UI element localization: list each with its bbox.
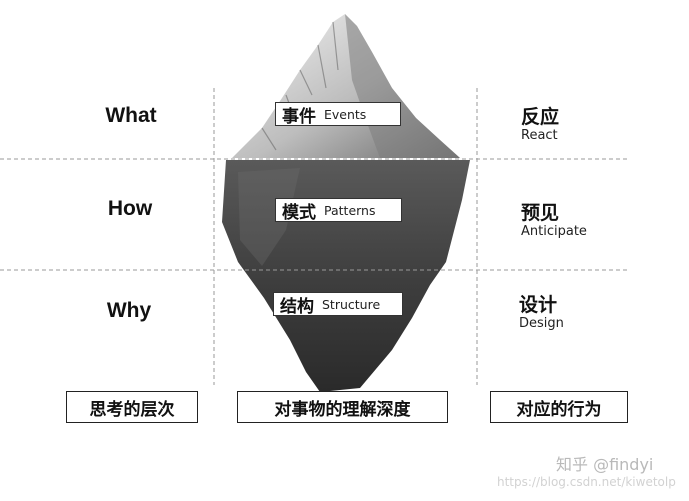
level-question-why: Why: [106, 299, 152, 322]
watermark-url: https://blog.csdn.net/kiwetolp: [497, 475, 676, 489]
layer-box-patterns: 模式 Patterns: [275, 198, 402, 223]
level-question-how: How: [107, 197, 153, 220]
layer-label-zh: 事件: [282, 106, 316, 127]
action-label-zh: 反应: [521, 106, 560, 128]
action-label-en: Design: [519, 316, 564, 331]
footer-thinking-levels: 思考的层次: [66, 391, 198, 423]
footer-corresponding-behavior: 对应的行为: [490, 391, 628, 423]
footer-understanding-depth: 对事物的理解深度: [237, 391, 448, 423]
layer-label-zh: 结构: [280, 296, 314, 317]
iceberg-tip-streaks: [261, 21, 339, 151]
action-label-en: React: [521, 128, 558, 143]
action-react: 反应 React: [521, 106, 559, 144]
layer-label-en: Patterns: [324, 202, 376, 218]
layer-box-events: 事件 Events: [275, 102, 401, 127]
layer-label-en: Structure: [322, 296, 381, 312]
watermark-zhihu: 知乎 @findyi: [556, 455, 654, 474]
action-label-en: Anticipate: [521, 224, 587, 239]
layer-label-en: Events: [324, 106, 367, 122]
iceberg-underwater-highlight: [238, 168, 300, 266]
action-label-zh: 预见: [521, 202, 560, 224]
action-label-zh: 设计: [519, 294, 558, 316]
action-anticipate: 预见 Anticipate: [521, 202, 587, 240]
action-design: 设计 Design: [519, 294, 564, 332]
dividers: [0, 88, 629, 385]
level-question-what: What: [105, 104, 157, 127]
layer-label-zh: 模式: [282, 202, 316, 223]
layer-box-structure: 结构 Structure: [273, 292, 403, 317]
